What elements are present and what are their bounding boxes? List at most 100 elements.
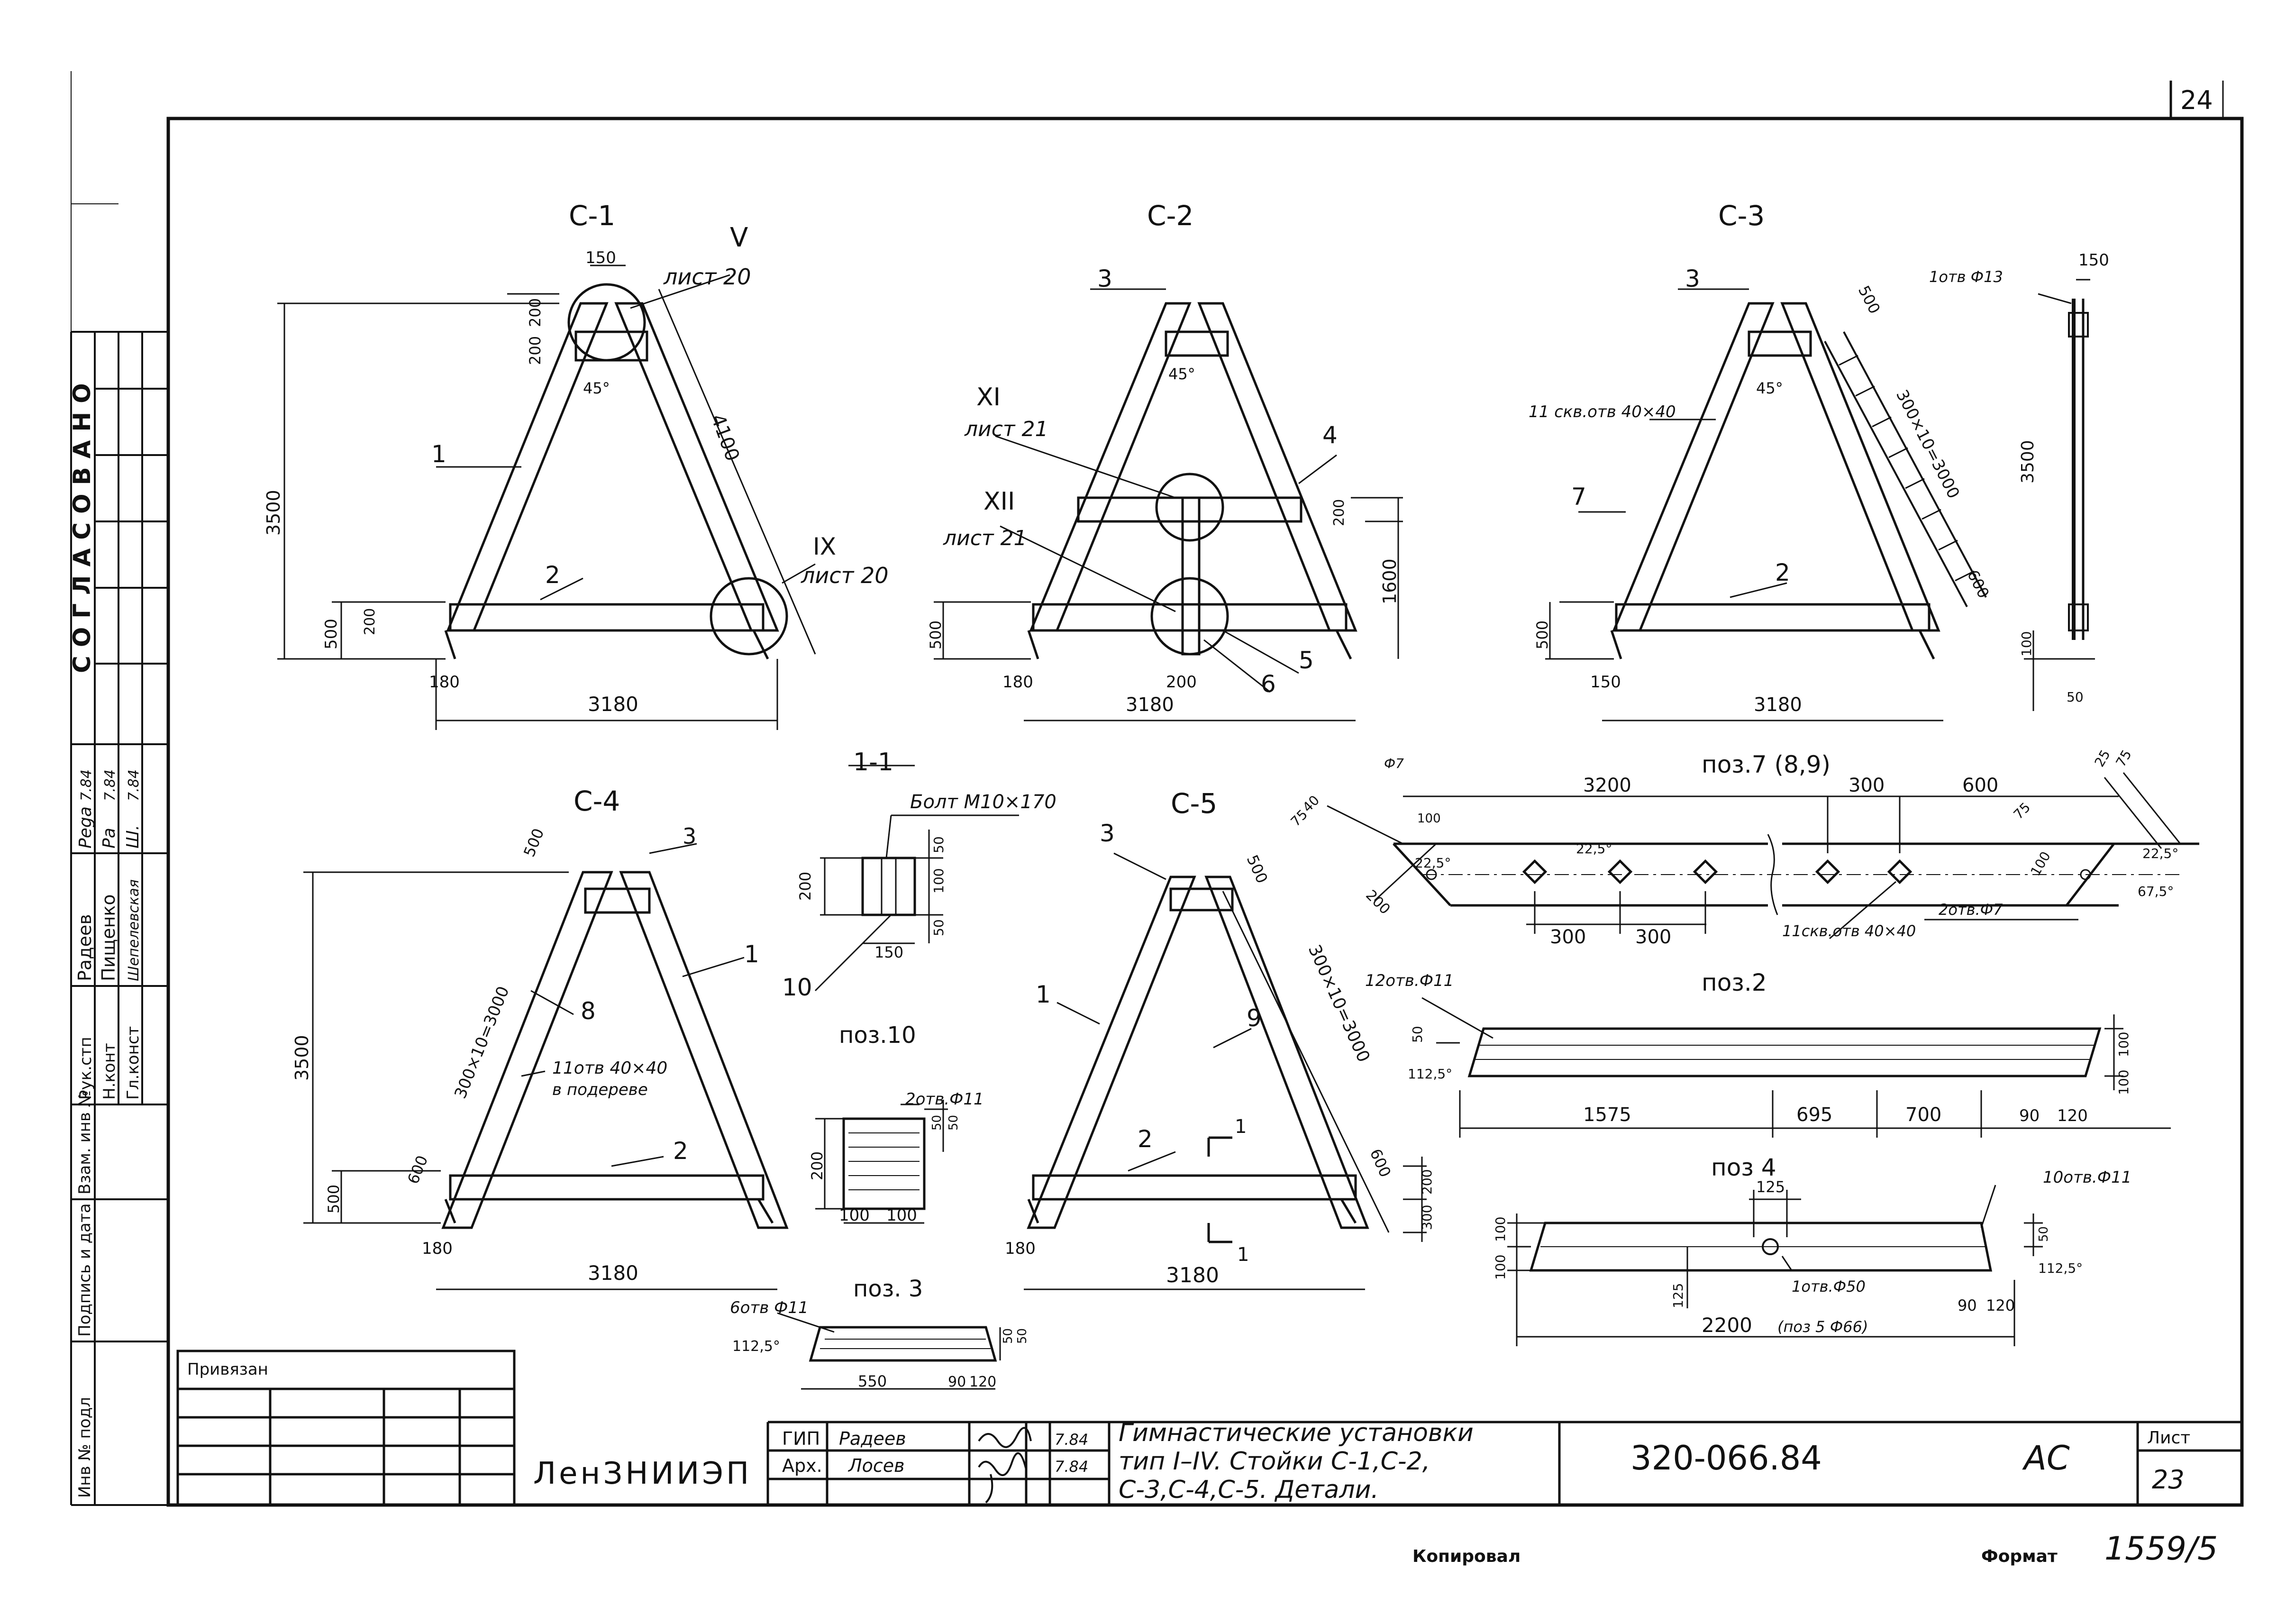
- dimension-label: 112,5°: [2038, 1260, 2083, 1276]
- dimension-label: 200: [1166, 673, 1197, 692]
- signature-scribbles: [978, 1427, 1032, 1504]
- part-number: 9: [1247, 1004, 1262, 1032]
- angle-label: 45°: [1168, 365, 1195, 383]
- approved-label: СОГЛАСОВАНО: [68, 374, 96, 673]
- dimension-label: 3500: [263, 490, 284, 536]
- angle-label: 45°: [583, 379, 610, 397]
- side-stamp: [70, 71, 168, 1506]
- dimension-label: 600: [1962, 775, 1998, 796]
- dimension-label: 500: [1855, 283, 1884, 317]
- dimension-label: 100: [2019, 631, 2034, 657]
- callout-sheet: лист 21: [943, 526, 1027, 550]
- part-number: 3: [1097, 265, 1112, 292]
- callout-number: XII: [984, 487, 1015, 516]
- dimension-label: 22,5°: [1576, 841, 1612, 857]
- title-line: тип I–IV. Стойки С-1,С-2,: [1119, 1447, 1430, 1476]
- copied-label: Копировал: [1412, 1547, 1521, 1566]
- dimension-label: 300: [1635, 926, 1671, 948]
- part-number: 6: [1261, 670, 1276, 698]
- title-line: Гимнастические установки: [1119, 1419, 1474, 1447]
- angle-label: 45°: [1756, 379, 1783, 397]
- dimension-label: (поз 5 Ф66): [1777, 1318, 1868, 1336]
- p10-geometry: [815, 1100, 948, 1224]
- vertical-label: Подпись и дата: [75, 1203, 94, 1337]
- role-label: Н.конт: [100, 1043, 119, 1100]
- document-code: 320-066.84: [1630, 1439, 1822, 1478]
- dimension-label: 200: [526, 336, 544, 365]
- signature-text: Pa: [100, 828, 119, 848]
- dimension-label: 500: [927, 620, 945, 649]
- part-number: 2: [1775, 559, 1790, 586]
- view-poz-4: поз 4 10отв.Ф11 1отв.Ф50 125 100 100: [1493, 1154, 2131, 1346]
- bolt-label: Болт М10×170: [910, 791, 1056, 813]
- role-label: Гл.конст: [124, 1026, 143, 1100]
- p3-geometry: [777, 1312, 1001, 1390]
- vertical-label: Инв № подл: [75, 1397, 94, 1498]
- view-title: поз.2: [1702, 969, 1767, 996]
- dimension-label: 200: [1362, 887, 1393, 918]
- dimension-label: 100: [839, 1206, 870, 1225]
- p4-geometry: [1507, 1185, 2043, 1346]
- holes-label: 2отв.Ф11: [905, 1090, 984, 1109]
- title-block: [176, 1350, 2242, 1506]
- dimension-label: 100: [931, 868, 947, 894]
- dimension-label: 600: [1964, 567, 1993, 601]
- dimension-label: 3500: [2018, 440, 2038, 484]
- dimension-label: 75: [2113, 747, 2134, 769]
- date-text: 7.84: [78, 769, 95, 801]
- view-title: С-1: [569, 200, 615, 232]
- callout-number: V: [730, 222, 748, 253]
- dimension-label: 300: [1419, 1205, 1435, 1230]
- date-text: 7.84: [102, 769, 118, 801]
- view-title: С-2: [1147, 200, 1193, 232]
- dimension-label: 695: [1796, 1104, 1832, 1126]
- dimension-label: 3500: [291, 1035, 312, 1081]
- dimension-label: 3180: [1126, 694, 1174, 716]
- dimension-label: 112,5°: [1408, 1066, 1452, 1082]
- dimension-label: 550: [858, 1372, 887, 1390]
- dimension-label: 300: [1849, 775, 1885, 796]
- callout-sheet: лист 21: [964, 417, 1048, 441]
- callout-number: XI: [976, 383, 1001, 411]
- dimension-label: 200: [808, 1151, 826, 1180]
- dimension-label: 112,5°: [732, 1338, 780, 1355]
- dimension-label: 22,5°: [2142, 846, 2178, 861]
- dimension-label: 100: [1493, 1255, 1508, 1280]
- dimension-label: 3180: [588, 693, 638, 716]
- date-text: 7.84: [1055, 1458, 1088, 1476]
- view-c1: С-1 V лист 20 IX: [263, 200, 889, 730]
- view-title: поз. 3: [853, 1276, 923, 1302]
- stage-label: АС: [2022, 1439, 2070, 1478]
- dimension-label: 50: [930, 1115, 944, 1131]
- dimension-label: 25: [2091, 747, 2113, 769]
- dimension-label: 3200: [1583, 775, 1631, 796]
- c2-geometry: [934, 288, 1403, 721]
- part-number: 2: [545, 561, 560, 589]
- dimension-label: 3180: [588, 1261, 638, 1285]
- holes-label: в подереве: [552, 1080, 648, 1099]
- dimension-label: 120: [2057, 1106, 2088, 1125]
- dimension-label: 50: [2037, 1226, 2051, 1242]
- dimension-label: 150: [2078, 251, 2109, 270]
- dimension-label: 120: [969, 1374, 996, 1390]
- dimension-label: 180: [1002, 673, 1033, 692]
- dimension-label: 75: [2011, 799, 2034, 822]
- view-poz-7: поз.7 (8,9): [1288, 747, 2199, 948]
- section-mark: 1: [1237, 1244, 1249, 1266]
- dimension-label: 3180: [1754, 694, 1802, 716]
- dimension-label: 50: [931, 836, 947, 853]
- view-c4: С-4 3 8 1 2 11отв 40×40 в подереве 500: [291, 785, 789, 1290]
- c3-geometry: [1545, 279, 2095, 721]
- c5-geometry: [1024, 852, 1427, 1290]
- holes-label: 10отв.Ф11: [2043, 1168, 2131, 1187]
- dimension-label: 100: [886, 1206, 917, 1225]
- title-line: С-3,С-4,С-5. Детали.: [1119, 1476, 1379, 1504]
- dimension-label: 50: [2067, 689, 2084, 705]
- holes-label: 2отв.Ф7: [1939, 901, 2003, 919]
- dimension-label: 150: [874, 943, 903, 961]
- dimension-label: 500: [322, 619, 341, 649]
- name-label: Радеев: [839, 1428, 906, 1449]
- dimension-label: 120: [1986, 1296, 2015, 1314]
- dimension-label: 300×10=3000: [451, 984, 513, 1101]
- dimension-label: 3180: [1166, 1263, 1219, 1287]
